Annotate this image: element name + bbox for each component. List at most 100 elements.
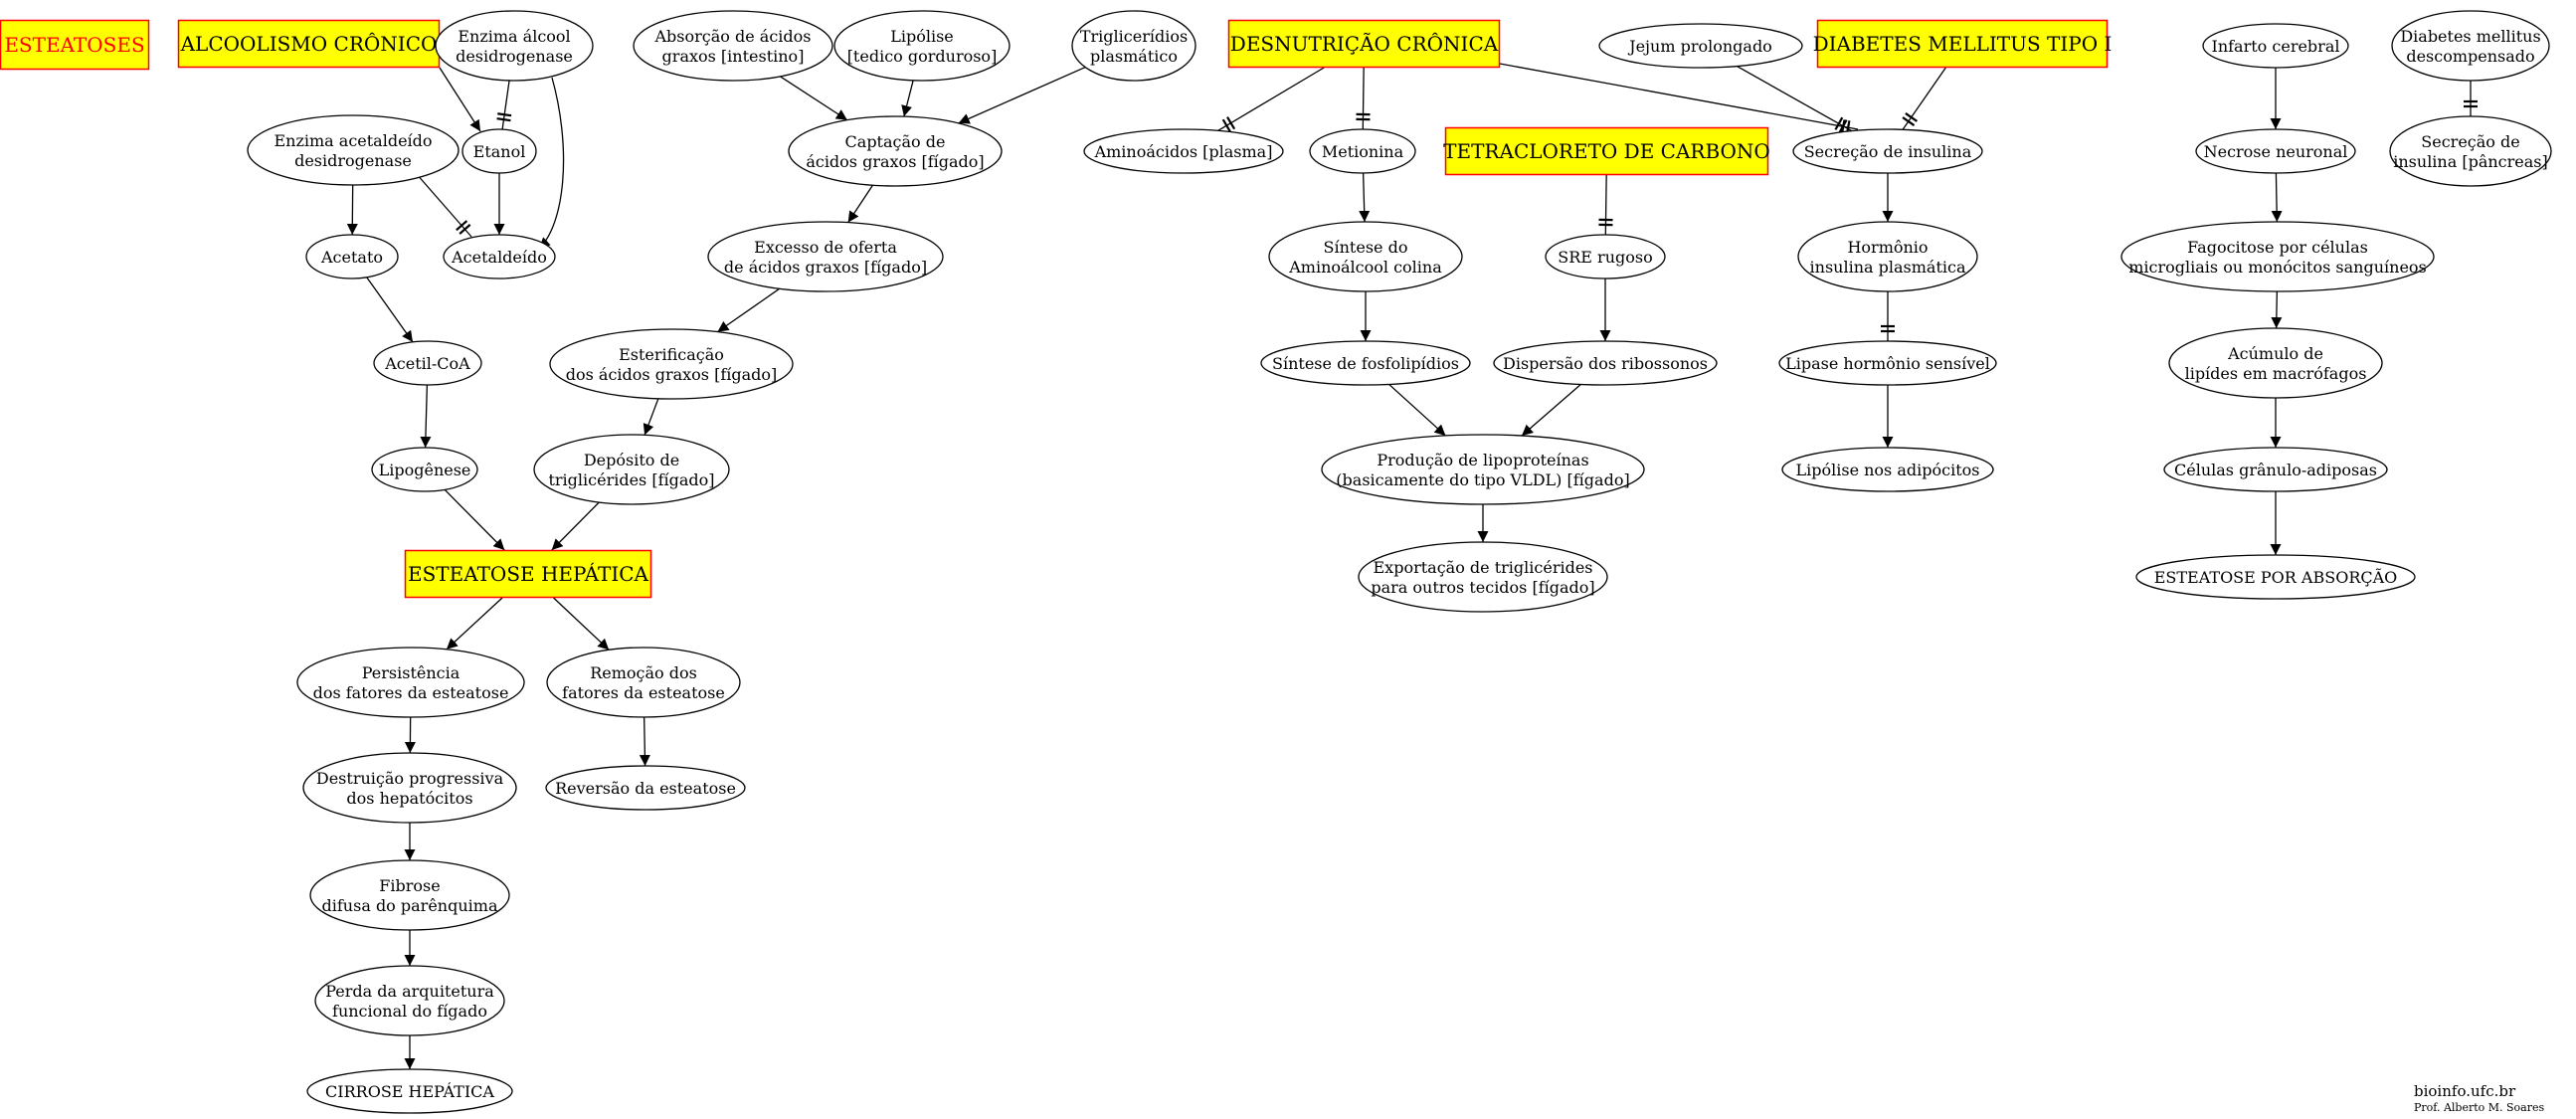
node-label-line: microgliais ou monócitos sanguíneos [2128, 258, 2427, 277]
inhibit-bar [496, 117, 511, 122]
node-label-line: desidrogenase [456, 47, 573, 66]
edge-triglic_plasm-to-captacao [958, 66, 1086, 124]
node-label: ALCOOLISMO CRÔNICO [180, 31, 438, 56]
edge-enzima_alcool-to-etanol [496, 80, 512, 130]
node-dispersao: Dispersão dos ribossonos [1493, 340, 1718, 386]
node-cirrose: CIRROSE HEPÁTICA [306, 1068, 513, 1114]
edge-desnutricao-to-metionina [1356, 67, 1371, 130]
node-label-line: dos hepatócitos [346, 789, 472, 808]
node-jejum: Jejum prolongado [1598, 23, 1803, 69]
node-aminoacidos: Aminoácidos [plasma] [1083, 128, 1284, 174]
node-label-line: de ácidos graxos [fígado] [724, 258, 927, 277]
edge-captacao-to-excesso [847, 184, 873, 224]
node-label-line: triglicérides [fígado] [548, 470, 714, 489]
inhibit-bar [1905, 112, 1919, 122]
edge-desnutricao-to-secrecao [1499, 63, 1859, 135]
arrow-line [1388, 383, 1446, 437]
node-ellipse [2389, 115, 2552, 187]
node-label-line: Acetato [320, 248, 383, 267]
node-ellipse [546, 647, 741, 718]
node-ellipse [1083, 128, 1284, 174]
node-label-line: ESTEATOSE POR ABSORÇÃO [2154, 567, 2398, 587]
node-ellipse [2135, 554, 2416, 600]
arrow-line [2271, 172, 2283, 223]
footer: bioinfo.ufc.br Prof. Alberto M. Soares [2414, 1082, 2545, 1114]
node-ellipse [1598, 23, 1803, 69]
node-ellipse [443, 234, 556, 280]
edge-lipolise_top-to-captacao [901, 80, 914, 117]
inhibit-bar [1834, 116, 1844, 130]
node-label: TETRACLORETO DE CARBONO [1443, 139, 1770, 163]
edge-metionina-to-sintese_colina [1359, 172, 1371, 223]
edge-excesso-to-esterif [717, 287, 781, 333]
node-label-line: SRE rugoso [1558, 248, 1652, 267]
node-label-line: Síntese do [1324, 238, 1408, 257]
node-label-line: Fibrose [379, 876, 440, 895]
edge-esteatose_hep-to-remocao [553, 597, 610, 651]
arrow-line [780, 76, 848, 121]
node-ellipse [2391, 10, 2550, 82]
footer-author: Prof. Alberto M. Soares [2414, 1101, 2545, 1114]
node-label-line: Acetil-CoA [384, 354, 470, 373]
inhibit-line [415, 172, 472, 238]
node-label-line: [tedico gorduroso] [847, 47, 998, 66]
node-ellipse [247, 114, 460, 186]
node-label: ESTEATOSE HEPÁTICA [408, 562, 649, 586]
node-ellipse [1545, 234, 1666, 280]
node-producao: Produção de lipoproteínas(basicamente do… [1321, 434, 1645, 505]
node-etanol: Etanol [461, 128, 537, 174]
node-label-line: CIRROSE HEPÁTICA [325, 1081, 494, 1101]
edge-sintese_fosfo-to-producao [1388, 383, 1446, 437]
node-label-line: (basicamente do tipo VLDL) [fígado] [1336, 470, 1629, 489]
inhibit-bar [456, 220, 468, 232]
arrow-line [439, 67, 481, 132]
arrow-line [444, 488, 505, 551]
node-celulas: Células grânulo-adiposas [2163, 447, 2388, 492]
node-label-line: Excesso de oferta [754, 238, 897, 257]
node-ellipse [305, 234, 399, 280]
node-label-line: Aminoácidos [plasma] [1094, 142, 1273, 161]
edge-deposito-to-esteatose_hep [551, 501, 600, 551]
arrow-line [847, 184, 873, 224]
node-sre: SRE rugoso [1545, 234, 1666, 280]
node-ellipse [1358, 541, 1608, 613]
node-label-line: Lipogênese [379, 461, 471, 479]
node-desnutricao: DESNUTRIÇÃO CRÔNICA [1227, 19, 1501, 69]
inhibit-line [501, 80, 510, 130]
edge-necrose-to-fagocitose [2271, 172, 2283, 223]
node-secrecao: Secreção de insulina [1792, 128, 1983, 174]
node-label-line: Triglicerídios [1080, 27, 1188, 46]
node-ellipse [1797, 221, 1978, 292]
node-ellipse [1321, 434, 1645, 505]
node-ellipse [833, 10, 1011, 82]
node-metionina: Metionina [1309, 128, 1416, 174]
node-label-line: Etanol [473, 142, 526, 161]
node-box [404, 549, 652, 599]
edge-alcool-to-etanol [439, 67, 481, 132]
inhibit-line [1499, 63, 1859, 130]
arrow-line [639, 716, 650, 767]
arrow-line [551, 501, 600, 551]
edge-tetracloreto-to-sre [1598, 174, 1613, 236]
node-label-line: Persistência [362, 663, 460, 682]
node-ellipse [302, 752, 517, 824]
edge-absorcao-to-captacao [780, 76, 848, 121]
inhibit-line [1217, 67, 1325, 131]
arrow-line [1359, 172, 1371, 223]
node-label: DIABETES MELLITUS TIPO I [1813, 32, 2113, 56]
edges-layer [346, 63, 2478, 1069]
node-label-line: Absorção de ácidos [653, 27, 811, 46]
